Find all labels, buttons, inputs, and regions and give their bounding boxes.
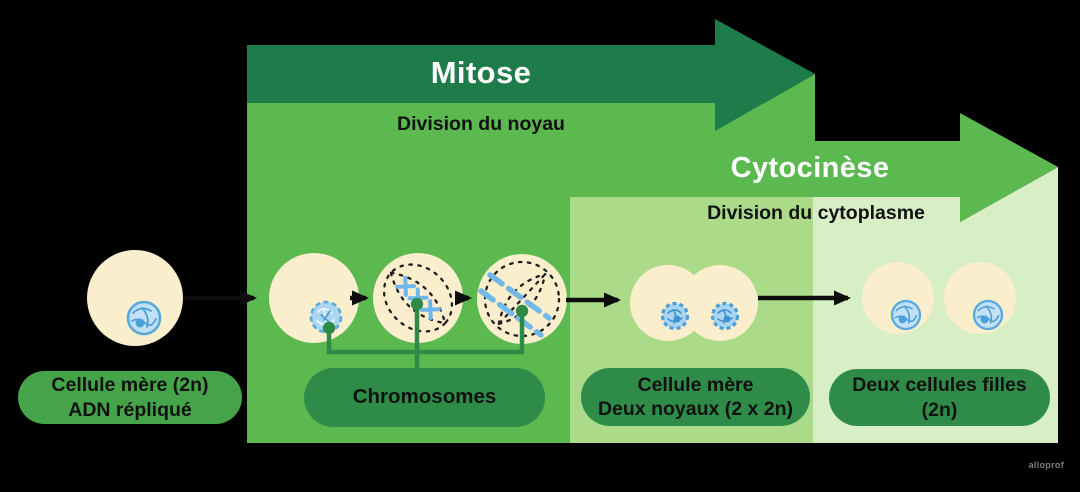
daughter-cells — [862, 262, 1016, 334]
nucleus-icon — [660, 301, 690, 331]
label-line: Deux noyaux (2 x 2n) — [597, 398, 794, 420]
mother-cell-label: Cellule mère (2n) ADN répliqué — [18, 371, 242, 424]
mitosis-cell-prophase — [269, 253, 359, 343]
daughter-cells-label: Deux cellules filles (2n) — [829, 369, 1050, 426]
chromosomes-label: Chromosomes — [304, 368, 545, 427]
label-line: ADN répliqué — [68, 398, 192, 421]
label-line: Chromosomes — [352, 385, 497, 409]
mitose-title: Mitose — [430, 55, 532, 90]
mother-cell — [87, 250, 183, 346]
chromosomes-connector — [322, 297, 529, 370]
watermark: alloprof — [1028, 460, 1064, 470]
mitose-subtitle: Division du noyau — [397, 113, 565, 135]
cytocinese-title: Cytocinèse — [730, 152, 890, 184]
label-line: Cellule mère (2n) — [51, 374, 209, 396]
nucleus-icon — [890, 299, 922, 331]
two-nuclei-label: Cellule mère Deux noyaux (2 x 2n) — [581, 368, 810, 426]
separating-chromatids-icon — [478, 272, 552, 338]
label-line: (2n) — [921, 398, 958, 421]
nucleus-icon — [126, 300, 162, 336]
nucleus-icon — [972, 299, 1004, 331]
cytocinese-subtitle: Division du cytoplasme — [707, 202, 925, 224]
nucleus-icon — [710, 301, 740, 331]
dividing-cell-two-nuclei — [630, 265, 758, 341]
spindle-icon — [382, 263, 454, 333]
label-line: Cellule mère — [637, 373, 754, 396]
label-line: Deux cellules filles — [852, 374, 1027, 396]
flow-arrows — [184, 290, 851, 308]
mitosis-cell-anaphase — [477, 254, 567, 344]
